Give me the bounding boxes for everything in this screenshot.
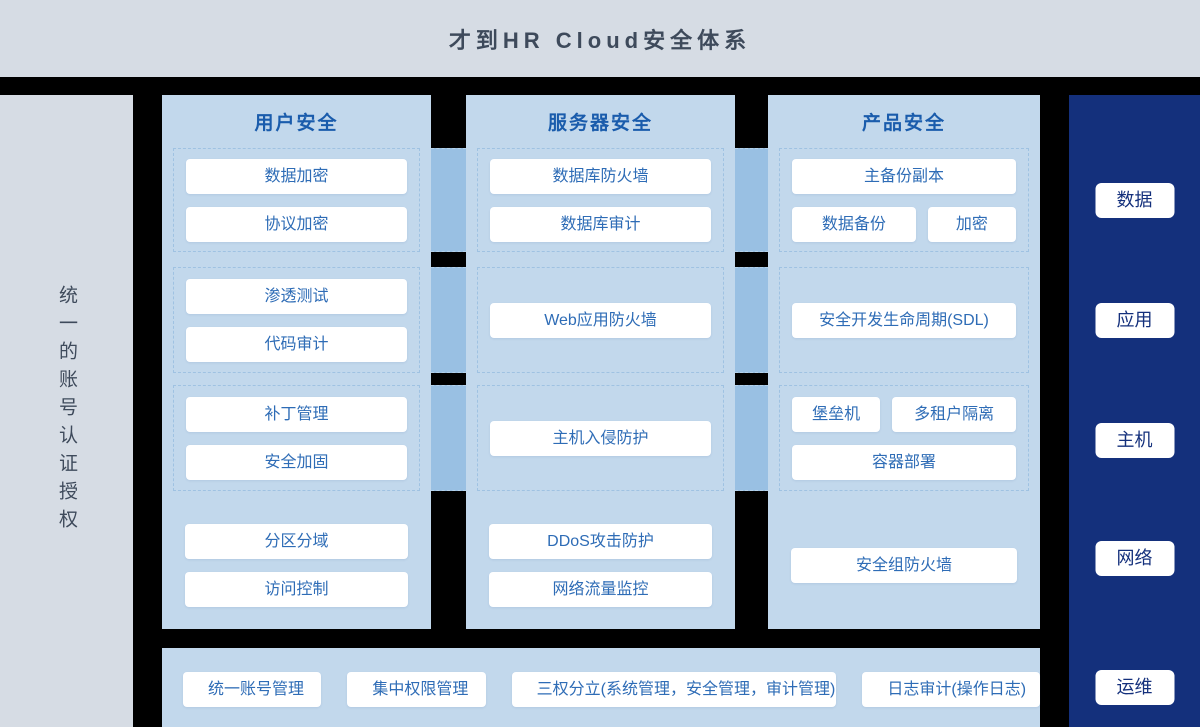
item-database-audit: 数据库审计 <box>490 206 711 242</box>
bottom-governance-bar: 统一账号管理 集中权限管理 三权分立(系统管理，安全管理，审计管理) 日志审计(… <box>162 648 1040 727</box>
bridge-col2-col3-row1 <box>735 148 768 252</box>
item-log-audit: 日志审计(操作日志) <box>862 672 1040 707</box>
column-server-security: 服务器安全 数据库防火墙 数据库审计 Web应用防火墙 主机入侵防护 DDoS攻… <box>466 95 735 629</box>
bridge-col2-col3-row2 <box>735 267 768 373</box>
product-security-group-app: 安全开发生命周期(SDL) <box>779 267 1029 373</box>
bridge-col1-col2-row2 <box>431 267 466 373</box>
layer-application: 应用 <box>1095 303 1174 338</box>
bridge-col2-col3-row3 <box>735 385 768 491</box>
item-access-control: 访问控制 <box>185 571 408 607</box>
bridge-col1-col2-row1 <box>431 148 466 252</box>
server-security-group-data: 数据库防火墙 数据库审计 <box>477 148 724 252</box>
item-separation-of-three-powers: 三权分立(系统管理，安全管理，审计管理) <box>511 672 837 707</box>
item-bastion-host: 堡垒机 <box>792 396 881 432</box>
item-database-firewall: 数据库防火墙 <box>490 158 711 194</box>
column-product-security-title: 产品安全 <box>861 113 946 134</box>
column-user-security-title: 用户安全 <box>254 113 339 134</box>
column-server-security-title: 服务器安全 <box>547 113 653 134</box>
user-security-group-network: 分区分域 访问控制 <box>173 505 420 625</box>
server-security-group-host: 主机入侵防护 <box>477 385 724 491</box>
layer-network: 网络 <box>1095 541 1174 576</box>
item-patch-management: 补丁管理 <box>186 396 407 432</box>
item-secure-development-lifecycle: 安全开发生命周期(SDL) <box>792 302 1016 338</box>
server-security-group-app: Web应用防火墙 <box>477 267 724 373</box>
user-security-group-app: 渗透测试 代码审计 <box>173 267 420 373</box>
item-multi-tenant-isolation: 多租户隔离 <box>892 396 1016 432</box>
product-security-data-row: 数据备份 加密 <box>792 206 1016 242</box>
item-code-audit: 代码审计 <box>186 326 407 362</box>
product-security-group-network: 安全组防火墙 <box>779 505 1029 625</box>
item-ddos-protection: DDoS攻击防护 <box>489 523 712 559</box>
item-penetration-test: 渗透测试 <box>186 278 407 314</box>
item-container-deployment: 容器部署 <box>792 444 1016 480</box>
item-centralized-permission-management: 集中权限管理 <box>347 672 486 707</box>
item-protocol-encryption: 协议加密 <box>186 206 407 242</box>
page-title: 才到HR Cloud安全体系 <box>448 27 752 53</box>
layer-host: 主机 <box>1095 423 1174 458</box>
product-security-group-data: 主备份副本 数据备份 加密 <box>779 148 1029 252</box>
unified-auth-vertical-label: 统一的账号认证授权 <box>56 285 77 537</box>
item-unified-account-management: 统一账号管理 <box>183 672 322 707</box>
item-data-encryption: 数据加密 <box>186 158 407 194</box>
product-security-host-row: 堡垒机 多租户隔离 <box>792 396 1016 432</box>
header-bar: 才到HR Cloud安全体系 <box>0 0 1200 77</box>
column-product-security: 产品安全 主备份副本 数据备份 加密 安全开发生命周期(SDL) 堡垒机 多租户… <box>768 95 1040 629</box>
item-host-intrusion-prevention: 主机入侵防护 <box>490 420 711 456</box>
item-primary-backup-replica: 主备份副本 <box>792 158 1016 194</box>
product-security-group-host: 堡垒机 多租户隔离 容器部署 <box>779 385 1029 491</box>
server-security-group-network: DDoS攻击防护 网络流量监控 <box>477 505 724 625</box>
item-encryption: 加密 <box>927 206 1016 242</box>
user-security-group-host: 补丁管理 安全加固 <box>173 385 420 491</box>
unified-auth-sidebar: 统一的账号认证授权 <box>0 95 133 727</box>
layer-operations: 运维 <box>1095 670 1174 705</box>
item-data-backup: 数据备份 <box>792 206 916 242</box>
item-security-group-firewall: 安全组防火墙 <box>791 547 1017 583</box>
layer-data: 数据 <box>1095 183 1174 218</box>
column-user-security: 用户安全 数据加密 协议加密 渗透测试 代码审计 补丁管理 安全加固 分区分域 … <box>162 95 431 629</box>
item-web-application-firewall: Web应用防火墙 <box>490 302 711 338</box>
user-security-group-data: 数据加密 协议加密 <box>173 148 420 252</box>
layer-sidebar: 数据 应用 主机 网络 运维 <box>1069 95 1200 727</box>
item-partition-zoning: 分区分域 <box>185 523 408 559</box>
bridge-col1-col2-row3 <box>431 385 466 491</box>
item-security-hardening: 安全加固 <box>186 444 407 480</box>
item-network-traffic-monitoring: 网络流量监控 <box>489 571 712 607</box>
